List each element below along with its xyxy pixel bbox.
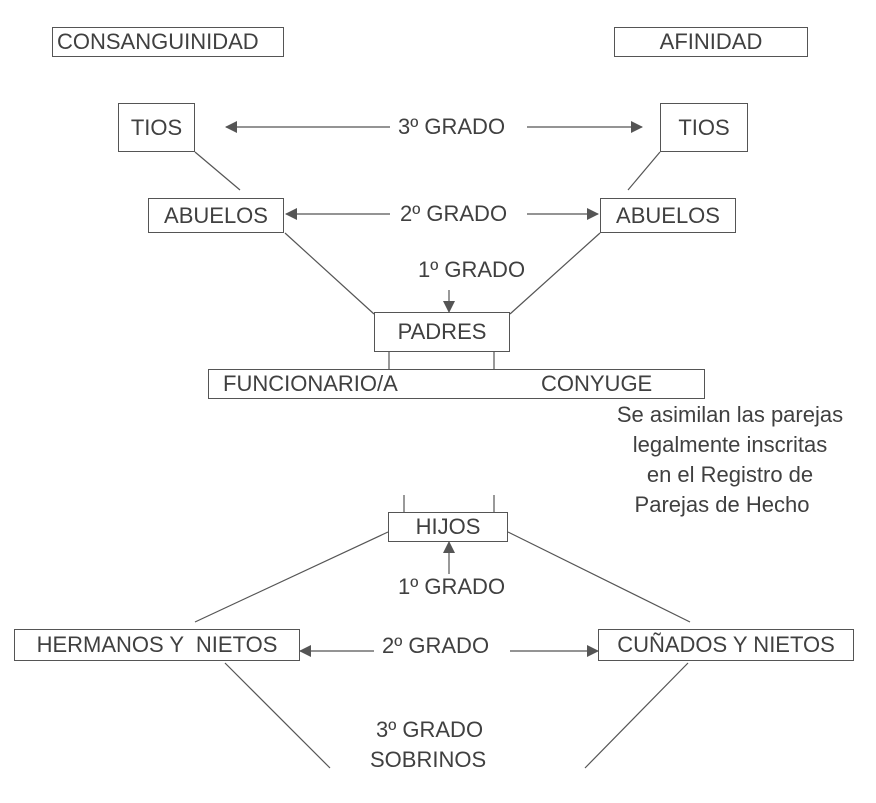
consanguinity-header-label: CONSANGUINIDAD [57, 29, 259, 54]
conyuge-label: CONYUGE [541, 371, 653, 396]
padres-label: PADRES [397, 319, 487, 344]
cunados-to-sobrinos-line [584, 662, 689, 769]
abuelos-right-to-padres-line [509, 232, 601, 315]
affinity-header: AFINIDAD [614, 27, 808, 57]
first-degree-bottom-label: 1º GRADO [392, 576, 512, 598]
hermanos-nietos-box: HERMANOS Y NIETOS [14, 629, 300, 661]
consanguinity-header: CONSANGUINIDAD [52, 27, 284, 57]
funcionario-conyuge-box: FUNCIONARIO/A CONYUGE [208, 369, 705, 399]
hermanos-nietos-label: HERMANOS Y NIETOS [36, 632, 278, 657]
cunados-nietos-label: CUÑADOS Y NIETOS [617, 632, 835, 657]
hijos-to-cunados-line [507, 531, 691, 623]
hijos-box: HIJOS [388, 512, 508, 542]
tios-left-label: TIOS [130, 114, 183, 140]
tios-right-to-abuelos-line [627, 151, 661, 191]
padres-box: PADRES [374, 312, 510, 352]
hermanos-to-sobrinos-line [224, 662, 331, 769]
tios-right-box: TIOS [660, 103, 748, 152]
abuelos-right-box: ABUELOS [600, 198, 736, 233]
tios-left-box: TIOS [118, 103, 195, 152]
third-degree-bottom-label: 3º GRADO [376, 717, 484, 742]
abuelos-left-label: ABUELOS [164, 202, 268, 228]
registry-note-line1: Se asimilan las parejas [616, 402, 844, 427]
funcionario-label: FUNCIONARIO/A [223, 371, 398, 396]
affinity-header-label: AFINIDAD [659, 29, 763, 54]
cunados-nietos-box: CUÑADOS Y NIETOS [598, 629, 854, 661]
abuelos-right-label: ABUELOS [616, 202, 720, 228]
registry-note: Se asimilan las parejas legalmente inscr… [590, 400, 870, 520]
registry-note-line2: legalmente inscritas [632, 432, 828, 457]
abuelos-left-box: ABUELOS [148, 198, 284, 233]
sobrinos-label: SOBRINOS [370, 747, 487, 772]
abuelos-left-to-padres-line [284, 232, 375, 315]
second-degree-bottom-label: 2º GRADO [376, 635, 496, 657]
hijos-label: HIJOS [415, 514, 481, 539]
tios-left-to-abuelos-line [194, 151, 241, 191]
tios-right-label: TIOS [678, 114, 730, 140]
third-degree-top-label: 3º GRADO [392, 116, 512, 138]
first-degree-top-label: 1º GRADO [412, 259, 532, 281]
second-degree-top-label: 2º GRADO [394, 203, 514, 225]
registry-note-line4: Parejas de Hecho [634, 492, 810, 517]
hijos-to-hermanos-line [194, 531, 389, 623]
registry-note-line3: en el Registro de [646, 462, 814, 487]
